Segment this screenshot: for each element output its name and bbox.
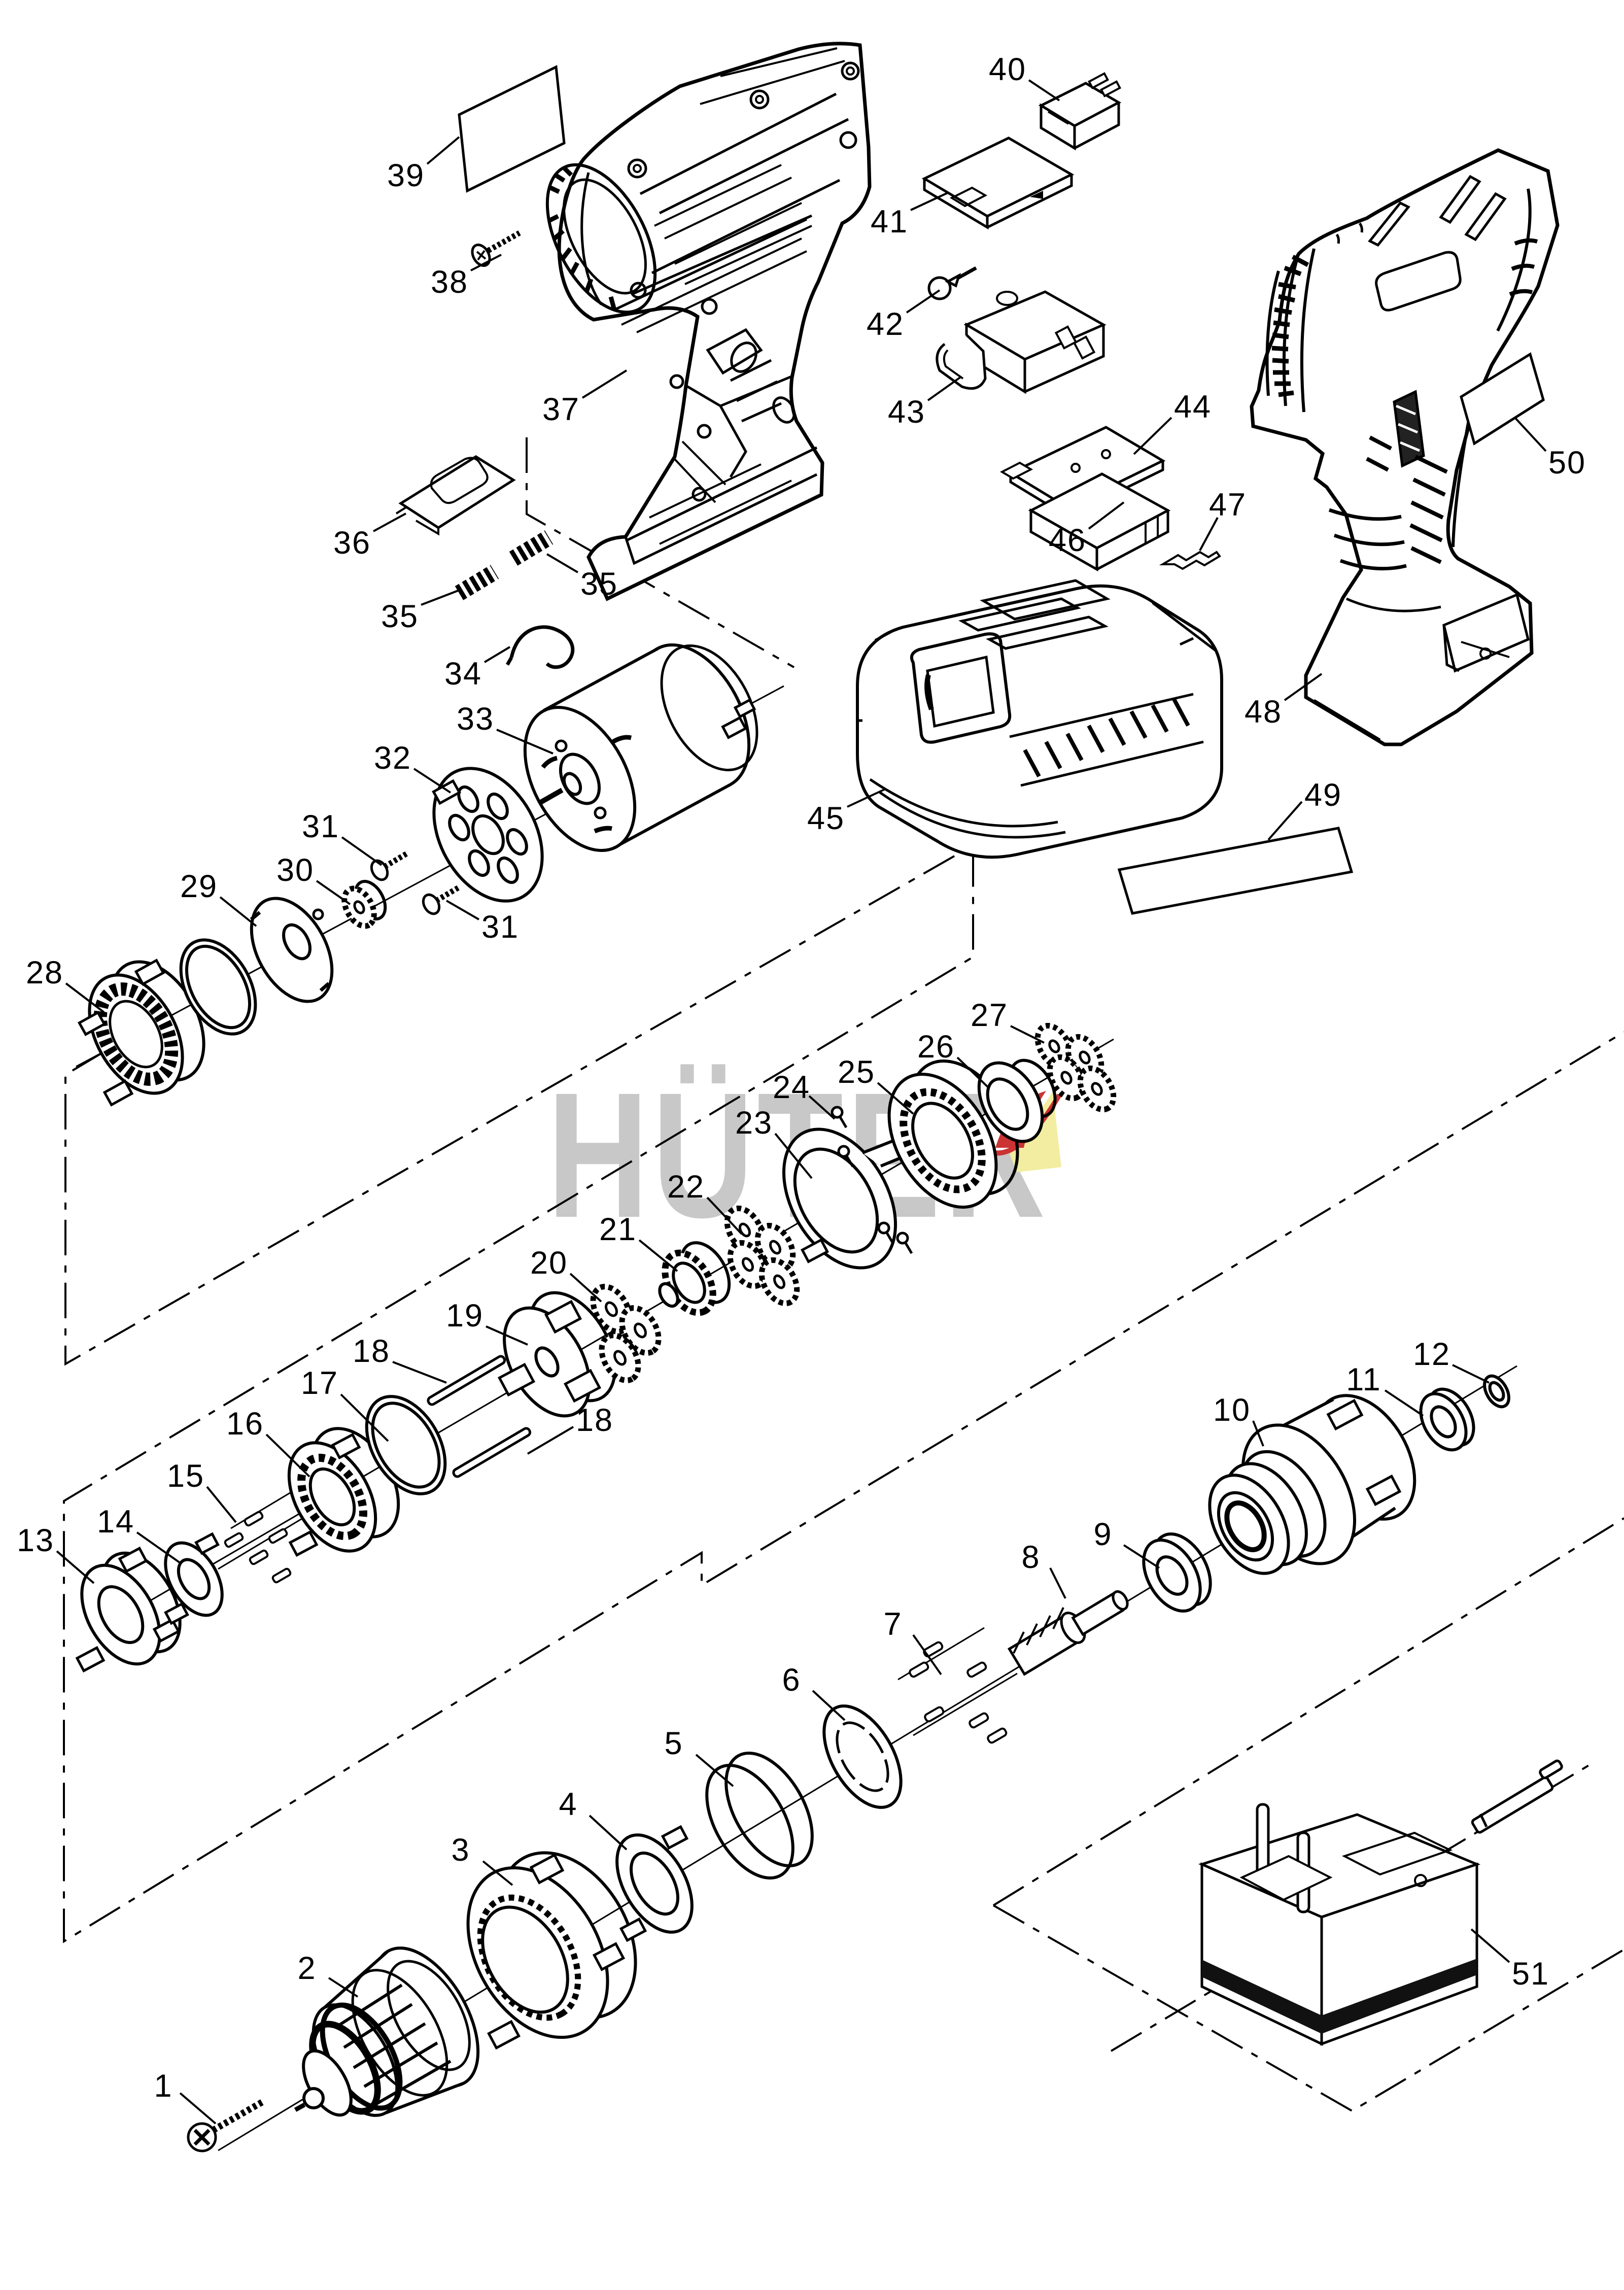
svg-text:27: 27 [971, 998, 1008, 1033]
svg-text:13: 13 [17, 1523, 54, 1558]
svg-text:34: 34 [444, 656, 482, 692]
svg-text:47: 47 [1209, 487, 1247, 523]
svg-text:19: 19 [446, 1298, 483, 1334]
svg-text:43: 43 [888, 394, 925, 430]
svg-text:14: 14 [97, 1504, 134, 1540]
svg-text:9: 9 [1093, 1517, 1112, 1552]
svg-text:23: 23 [735, 1105, 773, 1141]
svg-text:29: 29 [180, 869, 218, 904]
svg-text:18: 18 [576, 1403, 613, 1438]
svg-text:37: 37 [542, 392, 580, 427]
svg-text:30: 30 [277, 852, 314, 888]
svg-text:2: 2 [297, 1951, 316, 1986]
svg-text:36: 36 [333, 525, 371, 561]
svg-text:12: 12 [1413, 1337, 1450, 1372]
svg-text:4: 4 [559, 1787, 577, 1822]
svg-text:48: 48 [1245, 694, 1282, 730]
svg-text:31: 31 [481, 909, 519, 945]
svg-text:24: 24 [773, 1070, 810, 1105]
svg-text:35: 35 [580, 566, 618, 602]
svg-text:6: 6 [782, 1662, 801, 1698]
svg-text:26: 26 [917, 1029, 955, 1065]
svg-text:39: 39 [387, 158, 425, 193]
svg-text:32: 32 [374, 740, 411, 776]
svg-text:51: 51 [1512, 1956, 1549, 1992]
svg-text:49: 49 [1304, 777, 1342, 813]
svg-text:15: 15 [167, 1458, 204, 1494]
svg-text:31: 31 [302, 809, 339, 844]
svg-text:11: 11 [1346, 1362, 1381, 1397]
svg-text:45: 45 [807, 801, 845, 836]
svg-text:44: 44 [1174, 389, 1212, 425]
svg-text:8: 8 [1021, 1540, 1040, 1575]
svg-text:17: 17 [301, 1365, 338, 1401]
svg-text:33: 33 [457, 701, 494, 737]
svg-text:42: 42 [867, 306, 904, 342]
svg-text:35: 35 [381, 599, 419, 634]
svg-text:28: 28 [26, 955, 63, 990]
svg-text:50: 50 [1548, 445, 1586, 481]
svg-text:3: 3 [451, 1832, 470, 1868]
svg-text:21: 21 [599, 1212, 637, 1247]
svg-text:25: 25 [838, 1054, 875, 1090]
svg-text:46: 46 [1049, 523, 1086, 558]
svg-text:41: 41 [871, 204, 908, 240]
svg-text:7: 7 [883, 1607, 902, 1642]
svg-text:20: 20 [530, 1245, 568, 1281]
svg-text:22: 22 [667, 1169, 705, 1205]
svg-text:16: 16 [226, 1406, 264, 1442]
svg-text:10: 10 [1213, 1392, 1251, 1428]
svg-text:38: 38 [431, 264, 468, 300]
svg-text:5: 5 [664, 1726, 683, 1761]
svg-text:1: 1 [154, 2068, 172, 2104]
svg-text:18: 18 [353, 1334, 390, 1369]
svg-text:40: 40 [989, 52, 1026, 87]
